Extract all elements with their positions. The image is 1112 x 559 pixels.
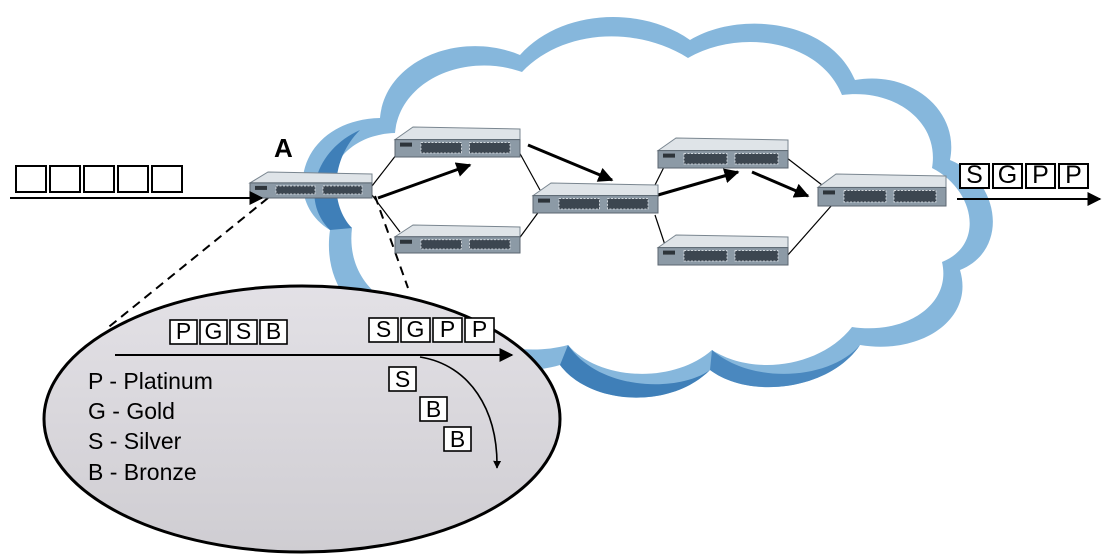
packet-box xyxy=(49,165,81,193)
packet-label: P xyxy=(1032,161,1049,189)
queue-in-packet: P xyxy=(169,318,198,345)
dropped-packet: B xyxy=(443,426,472,452)
packet-box xyxy=(992,163,1023,189)
incoming-traffic xyxy=(10,165,264,205)
flow-arrow-3 xyxy=(657,168,740,197)
legend-item-platinum: P - Platinum xyxy=(88,368,213,394)
dropped-packet: S xyxy=(388,366,417,392)
link-s1-s2 xyxy=(517,149,541,191)
legend-item-gold: G - Gold xyxy=(88,398,175,424)
cloud-shadow-bottom-right xyxy=(710,345,860,388)
queue-out-packet: P xyxy=(432,316,463,343)
outgoing-packet: G xyxy=(992,161,1023,189)
packet-box xyxy=(151,165,183,193)
flow-arrow-1 xyxy=(377,162,472,200)
packet-box xyxy=(229,319,258,345)
dropped-packet-column: SBB xyxy=(388,366,472,452)
packet-box xyxy=(83,165,115,193)
node-label-a: A xyxy=(274,133,293,163)
packet-box xyxy=(959,163,990,189)
outgoing-packet: P xyxy=(1025,161,1056,189)
queue-in-packet: B xyxy=(259,318,288,345)
packet-box xyxy=(419,396,448,422)
switch-edge-top xyxy=(656,137,789,169)
zoom-line-right xyxy=(374,195,409,289)
dropped-packet: B xyxy=(419,396,448,422)
switch-core-bottom xyxy=(393,224,521,254)
packet-label: P xyxy=(440,316,455,342)
packet-box xyxy=(388,366,417,392)
packet-label: P xyxy=(1065,161,1082,189)
link-s5-s6 xyxy=(786,204,833,257)
packet-box xyxy=(169,319,198,345)
packet-label: G xyxy=(407,316,425,342)
packet-box xyxy=(15,165,47,193)
queue-out-packet: G xyxy=(400,316,431,343)
packet-box xyxy=(259,319,288,345)
switch-edge-bottom xyxy=(656,234,789,266)
packet-label: G xyxy=(998,161,1017,189)
queue-in-packet: G xyxy=(199,318,228,345)
packet-box xyxy=(464,317,495,343)
legend: P - Platinum G - Gold S - Silver B - Bro… xyxy=(88,368,213,485)
packet-label: P xyxy=(176,318,191,344)
packet-label: G xyxy=(205,318,223,344)
switch-core-middle xyxy=(531,182,659,214)
link-s3-s2 xyxy=(517,209,541,241)
packet-label: S xyxy=(376,316,391,342)
link-s2-s5 xyxy=(654,214,666,246)
packet-box xyxy=(1058,163,1089,189)
packet-box xyxy=(432,317,463,343)
packet-label: B xyxy=(450,426,465,452)
packet-label: S xyxy=(236,318,251,344)
queue-in-packet: S xyxy=(229,318,258,345)
zoom-line-left xyxy=(104,197,269,331)
packet-box xyxy=(117,165,149,193)
packet-box xyxy=(368,317,399,343)
cloud-shadow-bottom xyxy=(560,345,710,398)
outgoing-packet: S xyxy=(959,161,990,189)
incoming-packet xyxy=(83,165,115,193)
traffic-flow-arrows xyxy=(377,143,810,200)
link-a-s3 xyxy=(371,194,401,233)
legend-item-silver: S - Silver xyxy=(88,428,182,454)
cloud-shadow-left xyxy=(314,130,360,230)
packet-box xyxy=(1025,163,1056,189)
legend-item-bronze: B - Bronze xyxy=(88,459,197,485)
packet-label: P xyxy=(472,316,487,342)
incoming-packet-row xyxy=(15,165,183,193)
packet-label: S xyxy=(966,161,983,189)
packet-box xyxy=(443,426,472,452)
packet-label: B xyxy=(426,396,441,422)
packet-label: S xyxy=(395,366,410,392)
network-switches xyxy=(248,126,947,266)
packet-box xyxy=(400,317,431,343)
switch-core-top xyxy=(393,126,521,158)
queue-zoom-view xyxy=(42,284,562,554)
switch-a xyxy=(248,171,373,199)
queue-out-packet: S xyxy=(368,316,399,343)
flow-arrow-4 xyxy=(751,170,810,198)
incoming-packet xyxy=(49,165,81,193)
incoming-packet xyxy=(151,165,183,193)
incoming-packet xyxy=(117,165,149,193)
queue-ellipse xyxy=(42,284,562,554)
drop-arrow xyxy=(419,356,502,469)
incoming-packet xyxy=(15,165,47,193)
packet-box xyxy=(199,319,228,345)
packet-label: B xyxy=(266,318,281,344)
switch-egress xyxy=(816,173,947,207)
queue-out-packet: P xyxy=(464,316,495,343)
outgoing-packet: P xyxy=(1058,161,1089,189)
link-s4-s6 xyxy=(786,157,823,186)
flow-arrow-2 xyxy=(527,143,614,182)
